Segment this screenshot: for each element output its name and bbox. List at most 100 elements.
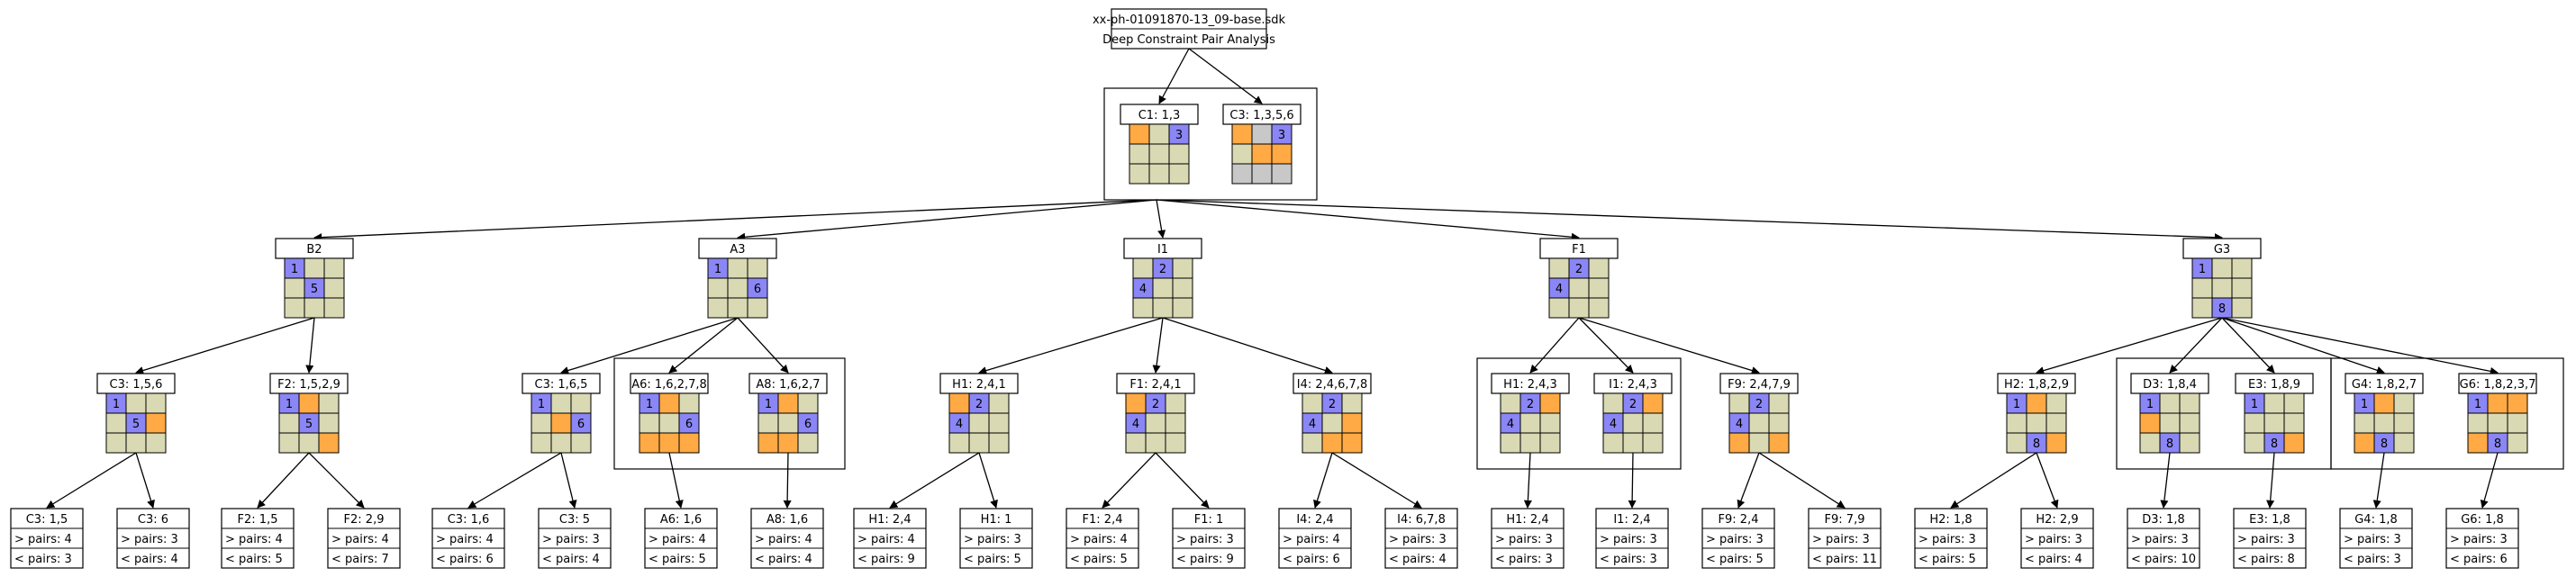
- leaf-title: H2: 1,8: [1929, 513, 1972, 527]
- grid-cell: [1172, 257, 1193, 279]
- leaf-pairs-line: < pairs: 4: [1389, 553, 1447, 566]
- grid-cell-digit: 4: [956, 418, 963, 431]
- grid-cell: [1602, 432, 1624, 454]
- leaf-pairs-line: > pairs: 4: [1070, 533, 1128, 546]
- grid-cell: [797, 432, 819, 454]
- grid-cell-digit: 1: [2361, 398, 2368, 411]
- leaf-pairs-line: > pairs: 4: [649, 533, 706, 546]
- leaf-title: F9: 2,4: [1719, 513, 1759, 527]
- grid-cell-digit: 1: [538, 398, 545, 411]
- grid-cell-digit: 4: [1139, 283, 1147, 296]
- grid-cell: [2045, 432, 2067, 454]
- leaf-pairs-line: > pairs: 3: [2131, 533, 2189, 546]
- cluster-layer: [613, 87, 2564, 470]
- grid-cell: [658, 412, 680, 434]
- grid-cell: [727, 277, 748, 299]
- grid-cell: [1519, 412, 1541, 434]
- leaf-title: C3: 1,6: [448, 513, 490, 527]
- grid-cell: [550, 412, 572, 434]
- leaf-pairs-line: > pairs: 3: [2344, 533, 2401, 546]
- grid-node-label: F1: 2,4,1: [1129, 378, 1181, 392]
- grid-cell: [1768, 412, 1790, 434]
- grid-cell: [1132, 297, 1154, 319]
- leaf-pairs-line: < pairs: 4: [121, 553, 178, 566]
- grid-cell: [1168, 163, 1190, 185]
- pair-leaf-l12: F1: 1> pairs: 3< pairs: 9: [1172, 508, 1246, 569]
- edge-g3g4-l23: [2372, 452, 2385, 509]
- grid-cell: [1251, 163, 1273, 185]
- grid-cell: [2467, 432, 2489, 454]
- grid-node-g3g6: G6: 1,8,2,3,718: [2458, 373, 2537, 454]
- grid-cell: [145, 392, 167, 414]
- leaf-pairs-line: < pairs: 3: [1600, 553, 1657, 566]
- grid-node-label: H1: 2,4,3: [1503, 378, 1557, 392]
- grid-cell-digit: 2: [1152, 398, 1159, 411]
- grid-cell-digit: 2: [1629, 398, 1637, 411]
- grid-cell: [2354, 412, 2375, 434]
- grid-cell: [1231, 143, 1253, 165]
- grid-cell: [1500, 392, 1521, 414]
- grid-cell: [1748, 412, 1770, 434]
- grid-cell: [323, 257, 345, 279]
- leaf-title: H1: 2,4: [868, 513, 911, 527]
- grid-node-g3h2: H2: 1,8,2,918: [1997, 373, 2076, 454]
- grid-cell: [2211, 277, 2233, 299]
- pair-leaf-l4: F2: 2,9> pairs: 4< pairs: 7: [327, 508, 401, 569]
- grid-cell: [2045, 392, 2067, 414]
- pair-leaf-l7: A6: 1,6> pairs: 4< pairs: 5: [644, 508, 718, 569]
- grid-cell: [2507, 392, 2528, 414]
- grid-cell: [707, 277, 729, 299]
- grid-cell: [658, 392, 680, 414]
- leaf-pairs-line: < pairs: 5: [964, 553, 1021, 566]
- grid-cell: [1165, 432, 1186, 454]
- grid-cell: [968, 432, 990, 454]
- grid-cell: [2487, 412, 2508, 434]
- grid-cell: [2393, 392, 2415, 414]
- grid-cell: [1271, 143, 1293, 165]
- pair-leaf-l17: F9: 2,4> pairs: 3< pairs: 5: [1701, 508, 1775, 569]
- grid-cell: [2507, 432, 2528, 454]
- leaf-pairs-line: > pairs: 3: [2237, 533, 2295, 546]
- leaf-pairs-line: > pairs: 3: [1389, 533, 1447, 546]
- grid-cell: [1302, 392, 1323, 414]
- grid-cell: [1622, 412, 1644, 434]
- grid-cell: [1148, 143, 1170, 165]
- pair-leaf-l11: F1: 2,4> pairs: 4< pairs: 5: [1066, 508, 1139, 569]
- leaf-pairs-line: < pairs: 11: [1812, 553, 1877, 566]
- grid-cell-digit: 8: [2218, 302, 2226, 316]
- leaf-title: C3: 5: [559, 513, 590, 527]
- grid-cell: [2231, 297, 2253, 319]
- edge-header-c3root: [1188, 48, 1263, 104]
- grid-cell: [531, 432, 552, 454]
- leaf-pairs-line: > pairs: 4: [14, 533, 72, 546]
- pair-leaf-l10: H1: 1> pairs: 3< pairs: 5: [959, 508, 1033, 569]
- leaf-title: E3: 1,8: [2249, 513, 2290, 527]
- pair-leaf-l19: H2: 1,8> pairs: 3< pairs: 5: [1914, 508, 1988, 569]
- edge-f1-f1f9: [1578, 317, 1760, 374]
- grid-cell-digit: 8: [2494, 437, 2501, 451]
- grid-cell-digit: 6: [754, 283, 761, 296]
- leaf-pairs-line: > pairs: 4: [857, 533, 915, 546]
- grid-node-f1h1: H1: 2,4,324: [1491, 373, 1570, 454]
- grid-cell: [1231, 163, 1253, 185]
- leaf-pairs-line: < pairs: 3: [14, 553, 72, 566]
- grid-cell: [531, 412, 552, 434]
- grid-cell: [1251, 123, 1273, 145]
- grid-cell: [2244, 412, 2265, 434]
- grid-node-c3root: C3: 1,3,5,63: [1222, 104, 1302, 185]
- grid-cell: [2393, 432, 2415, 454]
- grid-cell: [658, 432, 680, 454]
- grid-cell: [2179, 412, 2200, 434]
- leaf-pairs-line: > pairs: 4: [436, 533, 494, 546]
- grid-cell-digit: 5: [132, 418, 140, 431]
- edge-i1i4-l14: [1331, 452, 1422, 509]
- grid-cell: [2159, 412, 2181, 434]
- leaf-pairs-line: < pairs: 5: [1706, 553, 1764, 566]
- leaf-pairs-line: > pairs: 3: [964, 533, 1021, 546]
- grid-node-label: C3: 1,6,5: [535, 378, 588, 392]
- grid-cell: [1768, 432, 1790, 454]
- grid-cell: [777, 392, 799, 414]
- grid-node-label: D3: 1,8,4: [2143, 378, 2197, 392]
- leaf-pairs-line: < pairs: 6: [1283, 553, 1340, 566]
